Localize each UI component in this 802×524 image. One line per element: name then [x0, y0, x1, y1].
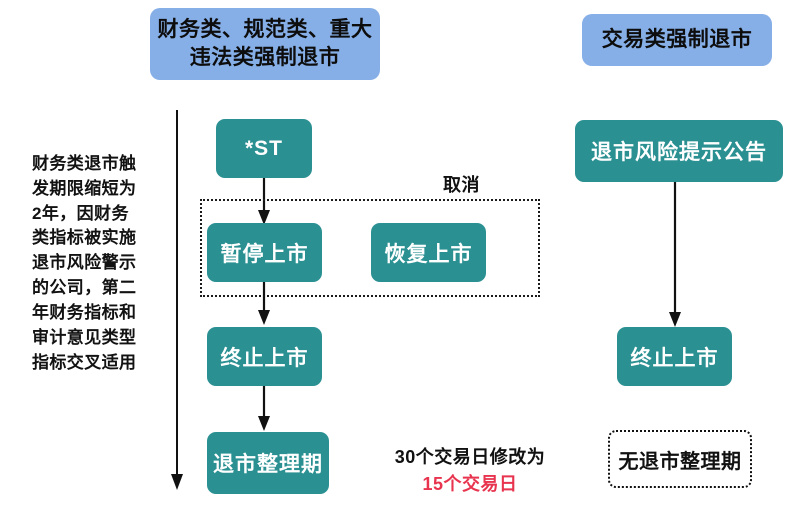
trading-days-note: 30个交易日修改为 15个交易日	[380, 444, 560, 498]
header-left-line1: 财务类、规范类、重大	[157, 18, 373, 42]
side-note-line: 年财务指标和	[32, 302, 137, 322]
side-note-line: 财务类退市触	[32, 154, 137, 173]
node-st[interactable]: *ST	[216, 119, 312, 178]
arrow-terminate-to-delisting-period	[254, 386, 274, 432]
side-note-line: 类指标被实施	[32, 228, 137, 248]
side-note-line: 发期限缩短为	[32, 178, 137, 198]
side-note-line: 指标交叉适用	[32, 352, 137, 372]
trading-days-note-old: 30个交易日修改为	[394, 447, 546, 467]
header-left-category: 财务类、规范类、重大 违法类强制退市	[150, 8, 380, 80]
arrow-st-to-suspend	[254, 178, 274, 226]
node-terminate-listing-left[interactable]: 终止上市	[207, 327, 322, 386]
node-suspend-listing[interactable]: 暂停上市	[207, 223, 322, 282]
cancel-label: 取消	[443, 175, 480, 195]
node-no-delisting-period[interactable]: 无退市整理期	[608, 430, 752, 488]
scope-arrow-left	[166, 110, 188, 492]
node-terminate-listing-right[interactable]: 终止上市	[617, 327, 732, 386]
trading-days-note-new: 15个交易日	[422, 474, 518, 494]
arrow-suspend-to-terminate	[254, 282, 274, 326]
cancelled-stage-group	[200, 199, 540, 297]
side-note-line: 退市风险警示	[32, 253, 137, 273]
node-delisting-period[interactable]: 退市整理期	[207, 432, 329, 494]
node-resume-listing[interactable]: 恢复上市	[371, 223, 486, 282]
header-right-category: 交易类强制退市	[582, 14, 772, 66]
node-delisting-risk-notice[interactable]: 退市风险提示公告	[575, 120, 783, 182]
arrow-risk-notice-to-terminate	[665, 182, 685, 328]
side-note-line: 2年，因财务	[32, 203, 129, 223]
side-note-line: 的公司，第二	[32, 278, 137, 298]
side-note-text: 财务类退市触 发期限缩短为 2年，因财务 类指标被实施 退市风险警示 的公司，第…	[32, 152, 162, 375]
side-note-line: 审计意见类型	[32, 327, 137, 347]
header-left-line2: 违法类强制退市	[189, 46, 341, 69]
